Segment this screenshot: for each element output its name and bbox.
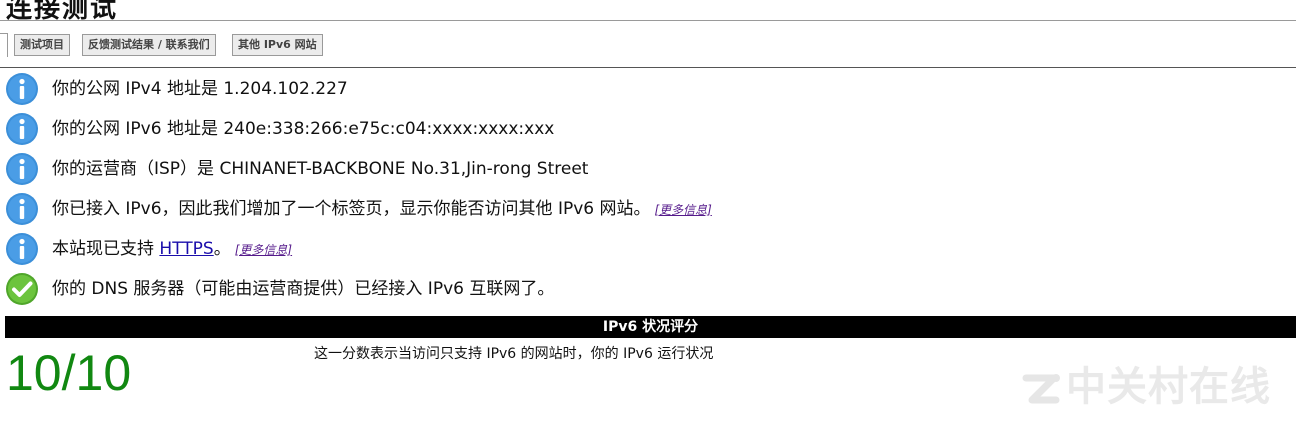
result-text: 你的运营商（ISP）是 CHINANET-BACKBONE No.31,Jin-… — [52, 159, 589, 179]
info-icon — [5, 112, 39, 146]
result-text: 你的公网 IPv4 地址是 1.204.102.227 — [52, 79, 348, 99]
info-icon — [5, 192, 39, 226]
watermark: 中关村在线 — [1020, 362, 1290, 412]
result-text-wrapper: 本站现已支持 HTTPS。[更多信息] — [52, 234, 292, 259]
result-row-dns: 你的 DNS 服务器（可能由运营商提供）已经接入 IPv6 互联网了。 — [0, 270, 1296, 310]
more-info-link[interactable]: [更多信息] — [654, 203, 712, 217]
tab-other-ipv6-sites[interactable]: 其他 IPv6 网站 — [232, 34, 323, 56]
tab-active-stub — [0, 33, 8, 57]
result-row-ipv4: 你的公网 IPv4 地址是 1.204.102.227 — [0, 70, 1296, 110]
result-text-suffix: 。 — [213, 239, 231, 259]
score-description: 这一分数表示当访问只支持 IPv6 的网站时，你的 IPv6 运行状况 — [314, 346, 714, 362]
title-divider — [0, 20, 1296, 21]
info-icon — [5, 232, 39, 266]
tab-divider — [0, 67, 1296, 68]
page-title: 连接测试 — [6, 0, 119, 24]
watermark-text: 中关村在线 — [1066, 364, 1271, 410]
result-row-ipv6-tab-notice: 你已接入 IPv6，因此我们增加了一个标签页，显示你能否访问其他 IPv6 网站… — [0, 190, 1296, 230]
zol-logo-icon — [1020, 370, 1062, 410]
tab-test-items[interactable]: 测试项目 — [14, 34, 70, 56]
tab-feedback-contact[interactable]: 反馈测试结果 / 联系我们 — [82, 34, 216, 56]
result-text: 你的 DNS 服务器（可能由运营商提供）已经接入 IPv6 互联网了。 — [52, 279, 555, 299]
result-row-ipv6: 你的公网 IPv6 地址是 240e:338:266:e75c:c04:xxxx… — [0, 110, 1296, 150]
https-link[interactable]: HTTPS — [159, 239, 214, 259]
result-text-wrapper: 你已接入 IPv6，因此我们增加了一个标签页，显示你能否访问其他 IPv6 网站… — [52, 194, 712, 219]
more-info-link[interactable]: [更多信息] — [234, 243, 293, 257]
result-row-isp: 你的运营商（ISP）是 CHINANET-BACKBONE No.31,Jin-… — [0, 150, 1296, 190]
info-icon — [5, 152, 39, 186]
score-value: 10/10 — [6, 345, 132, 401]
result-text: 你的公网 IPv6 地址是 240e:338:266:e75c:c04:xxxx… — [52, 119, 555, 139]
result-row-https: 本站现已支持 HTTPS。[更多信息] — [0, 230, 1296, 270]
info-icon — [5, 72, 39, 106]
result-text: 你已接入 IPv6，因此我们增加了一个标签页，显示你能否访问其他 IPv6 网站… — [52, 199, 651, 219]
tab-bar: 测试项目 反馈测试结果 / 联系我们 其他 IPv6 网站 — [0, 32, 1296, 57]
result-text: 本站现已支持 — [52, 239, 160, 259]
check-icon — [5, 272, 39, 306]
score-section-header: IPv6 状况评分 — [5, 316, 1296, 338]
